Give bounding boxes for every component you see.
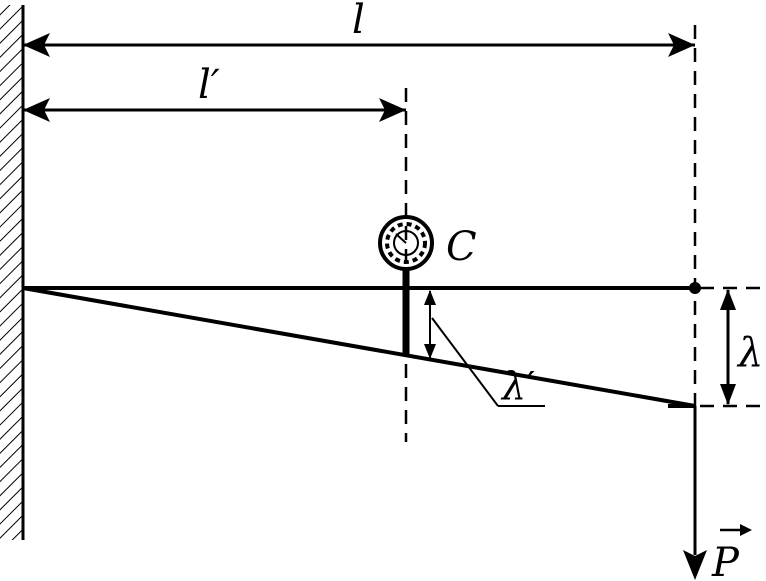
- force-p: [683, 406, 707, 580]
- dial-gauge-c: [378, 215, 434, 271]
- dimension-lambda-top-arrow: [720, 289, 736, 310]
- dial-needle: [395, 233, 407, 244]
- dimension-l-right-arrow: [668, 33, 695, 57]
- label-p: P: [711, 540, 740, 581]
- force-p-vector-icon: [720, 524, 752, 536]
- label-c: C: [446, 224, 477, 270]
- beam-deflected: [22, 286, 696, 408]
- leader-lambda-prime: [431, 317, 499, 407]
- dimension-lambda: [700, 286, 766, 408]
- dimension-l-prime: [23, 98, 406, 122]
- wall: [0, 5, 25, 540]
- dimension-l-prime-left-arrow: [23, 98, 50, 122]
- dial-dashed-ring: [385, 222, 427, 264]
- dimension-l-prime-right-arrow: [379, 98, 406, 122]
- force-p-arrowhead: [683, 550, 707, 580]
- label-lambda-prime: λ′: [500, 364, 535, 408]
- dimension-lambda-prime: [424, 290, 545, 407]
- label-l-prime: l′: [198, 62, 220, 108]
- dimension-lambda-prime-top-arrow: [424, 290, 436, 305]
- dimension-lambda-bottom-arrow: [720, 384, 736, 405]
- wall-hatching: [0, 5, 22, 540]
- label-lambda: λ: [736, 330, 763, 376]
- dimension-lambda-prime-bottom-arrow: [424, 344, 436, 359]
- label-l: l: [352, 0, 365, 43]
- beam-end-point: [689, 282, 701, 294]
- dimension-l: [23, 33, 695, 57]
- dimension-l-left-arrow: [23, 33, 50, 57]
- dial-inner-ring: [393, 230, 419, 256]
